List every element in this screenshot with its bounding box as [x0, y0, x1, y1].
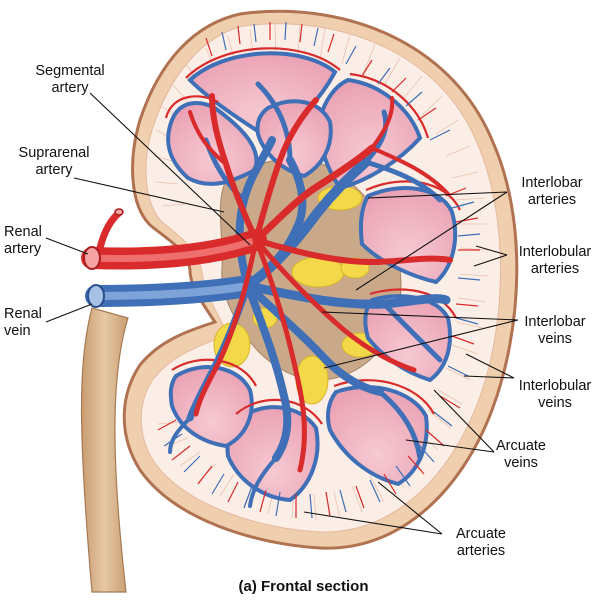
label-interlobular-veins: Interlobular veins	[518, 378, 592, 411]
label-arcuate-veins: Arcuate veins	[496, 438, 546, 471]
label-interlobular-arteries: Interlobular arteries	[518, 244, 592, 277]
renal-vein-tree	[85, 81, 451, 508]
label-interlobar-arteries: Interlobar arteries	[521, 175, 583, 208]
leader-lines	[45, 92, 519, 535]
pyramid-bottom	[225, 405, 320, 503]
label-interlobar-veins: Interlobar veins	[524, 314, 586, 347]
interlobular-arteries	[157, 22, 480, 518]
cortex-striations	[153, 23, 489, 521]
ureter	[80, 307, 129, 593]
renal-artery-tree	[81, 93, 453, 473]
vessel-cut-ends	[83, 208, 124, 308]
label-arcuate-arteries: Arcuate arteries	[456, 526, 506, 559]
label-suprarenal-artery: Suprarenal artery	[18, 145, 90, 178]
label-renal-vein: Renal vein	[4, 306, 42, 339]
pyramid-lower-left	[168, 365, 254, 449]
pyramid-middle-upper	[255, 99, 333, 179]
label-segmental-artery: Segmental artery	[35, 63, 105, 96]
interlobular-veins	[163, 21, 481, 519]
label-renal-artery: Renal artery	[4, 224, 42, 257]
figure-caption: (a) Frontal section	[238, 578, 369, 595]
